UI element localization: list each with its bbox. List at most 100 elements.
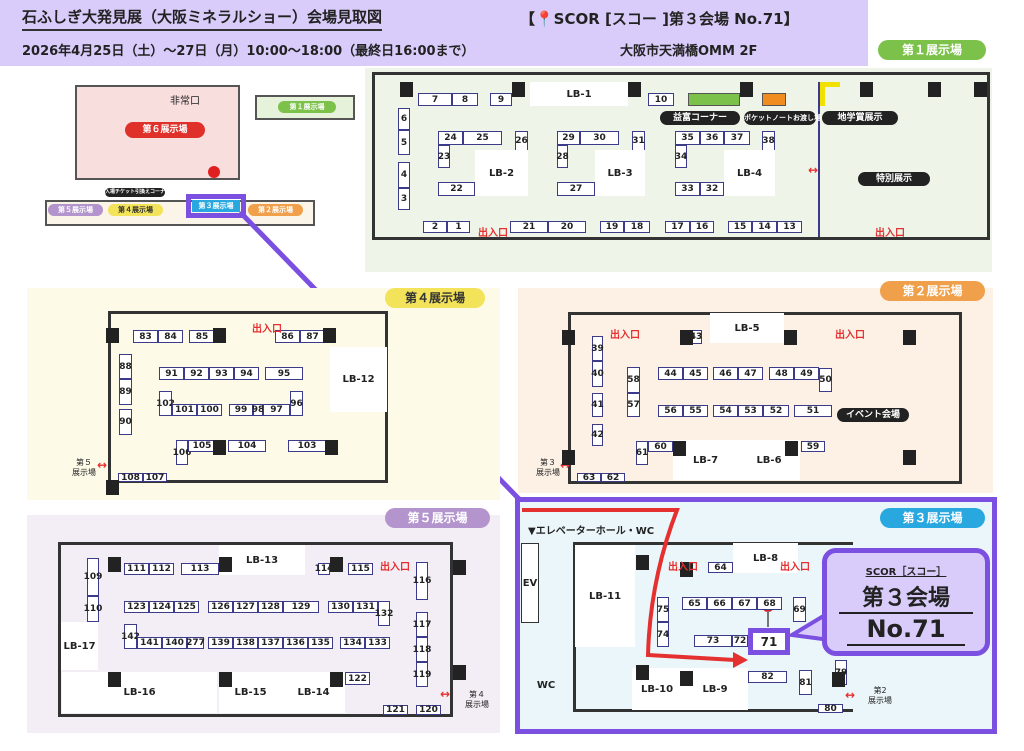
booth[interactable]: 86	[275, 330, 300, 343]
booth[interactable]: 99	[229, 404, 253, 416]
booth[interactable]: 8	[452, 93, 478, 106]
booth[interactable]: 129	[283, 601, 319, 613]
booth[interactable]: 112	[149, 563, 174, 575]
booth[interactable]: 69	[793, 597, 806, 622]
booth[interactable]: 83	[133, 330, 158, 343]
booth[interactable]: 24	[438, 131, 463, 145]
booth[interactable]: 48	[769, 367, 794, 380]
booth[interactable]: 125	[174, 601, 199, 613]
booth[interactable]: 65	[682, 597, 707, 610]
booth[interactable]: 9	[490, 93, 512, 106]
booth[interactable]: 50	[819, 368, 832, 392]
booth[interactable]: 51	[794, 405, 832, 417]
booth[interactable]: 104	[228, 440, 266, 452]
booth[interactable]: 118	[413, 637, 431, 662]
booth[interactable]: 134	[340, 637, 365, 649]
booth[interactable]: 85	[189, 330, 215, 343]
booth[interactable]: 106	[173, 440, 191, 465]
booth[interactable]: 41	[591, 393, 604, 417]
booth[interactable]: 73	[694, 635, 732, 647]
booth[interactable]: 38	[762, 131, 775, 151]
booth[interactable]: 277	[186, 637, 205, 649]
booth[interactable]: 17	[665, 221, 690, 233]
booth[interactable]: 131	[353, 601, 378, 613]
large-booth[interactable]: LB-2	[475, 150, 528, 196]
booth[interactable]: 124	[149, 601, 174, 613]
booth[interactable]: 18	[624, 221, 650, 233]
booth[interactable]: 19	[600, 221, 624, 233]
booth[interactable]: 63	[577, 473, 601, 483]
booth[interactable]: 110	[84, 596, 102, 622]
booth[interactable]: 113	[181, 563, 219, 575]
large-booth[interactable]: LB-3	[595, 150, 645, 196]
booth[interactable]: 82	[748, 671, 787, 683]
booth[interactable]: 37	[724, 131, 750, 145]
large-booth[interactable]: LB-5	[710, 313, 784, 343]
booth[interactable]: 117	[413, 612, 431, 637]
booth[interactable]: 93	[209, 367, 234, 380]
large-booth[interactable]: LB-17	[61, 622, 98, 670]
booth[interactable]: 61	[636, 441, 648, 465]
booth[interactable]: 60	[648, 441, 673, 452]
booth[interactable]: 136	[283, 637, 308, 649]
booth[interactable]: 62	[601, 473, 625, 483]
booth[interactable]: 46	[713, 367, 738, 380]
booth[interactable]: 4	[398, 162, 410, 188]
booth[interactable]: 96	[290, 391, 303, 416]
booth[interactable]: 116	[413, 562, 431, 600]
booth[interactable]: 107	[143, 473, 167, 483]
booth[interactable]: 108	[118, 473, 143, 483]
booth[interactable]: 123	[124, 601, 149, 613]
booth[interactable]: 128	[258, 601, 283, 613]
booth[interactable]: 81	[799, 670, 812, 695]
booth[interactable]: 138	[233, 637, 258, 649]
booth[interactable]: 109	[84, 558, 102, 596]
booth[interactable]: 132	[375, 601, 393, 626]
booth[interactable]: 29	[557, 131, 580, 145]
booth[interactable]: 68	[757, 597, 782, 610]
booth[interactable]: 10	[648, 93, 674, 106]
booth[interactable]: 20	[548, 221, 586, 233]
booth[interactable]: 28	[556, 145, 569, 168]
booth[interactable]: 135	[308, 637, 333, 649]
large-booth[interactable]: LB-16	[62, 672, 217, 713]
booth[interactable]: 49	[794, 367, 819, 380]
booth[interactable]: 90	[119, 409, 132, 435]
booth[interactable]: 57	[627, 393, 640, 417]
booth[interactable]: 26	[515, 131, 528, 151]
booth[interactable]: 15	[728, 221, 752, 233]
booth[interactable]: 66	[707, 597, 732, 610]
booth[interactable]: 111	[124, 563, 149, 575]
booth[interactable]: 92	[184, 367, 209, 380]
booth[interactable]: 115	[348, 563, 373, 575]
booth[interactable]: 103	[288, 440, 326, 452]
booth[interactable]: 2	[423, 221, 447, 233]
booth[interactable]: 53	[738, 405, 763, 417]
large-booth[interactable]: LB-1	[530, 82, 628, 106]
booth[interactable]: 25	[463, 131, 502, 145]
booth[interactable]: 130	[328, 601, 353, 613]
booth[interactable]: 39	[591, 336, 604, 361]
booth[interactable]: 88	[119, 354, 132, 379]
booth[interactable]: 64	[708, 562, 733, 573]
large-booth[interactable]: LB-11	[575, 545, 635, 647]
booth[interactable]: 142	[121, 624, 140, 649]
booth[interactable]: 58	[627, 367, 640, 393]
booth[interactable]: 42	[591, 424, 604, 446]
booth[interactable]: 6	[398, 108, 410, 130]
booth[interactable]: 1	[447, 221, 470, 233]
booth[interactable]: 22	[438, 182, 475, 196]
large-booth[interactable]: LB-9	[682, 668, 748, 710]
booth[interactable]: 119	[413, 662, 431, 687]
booth[interactable]: 45	[683, 367, 708, 380]
booth[interactable]: 137	[258, 637, 283, 649]
booth[interactable]: 34	[675, 145, 687, 168]
booth[interactable]: 67	[732, 597, 757, 610]
booth[interactable]: 139	[208, 637, 233, 649]
large-booth[interactable]: LB-4	[724, 150, 775, 196]
booth[interactable]: 120	[416, 705, 441, 715]
booth[interactable]: 54	[713, 405, 738, 417]
booth[interactable]: 21	[510, 221, 548, 233]
booth[interactable]: 33	[675, 182, 700, 196]
booth[interactable]: 87	[300, 330, 325, 343]
